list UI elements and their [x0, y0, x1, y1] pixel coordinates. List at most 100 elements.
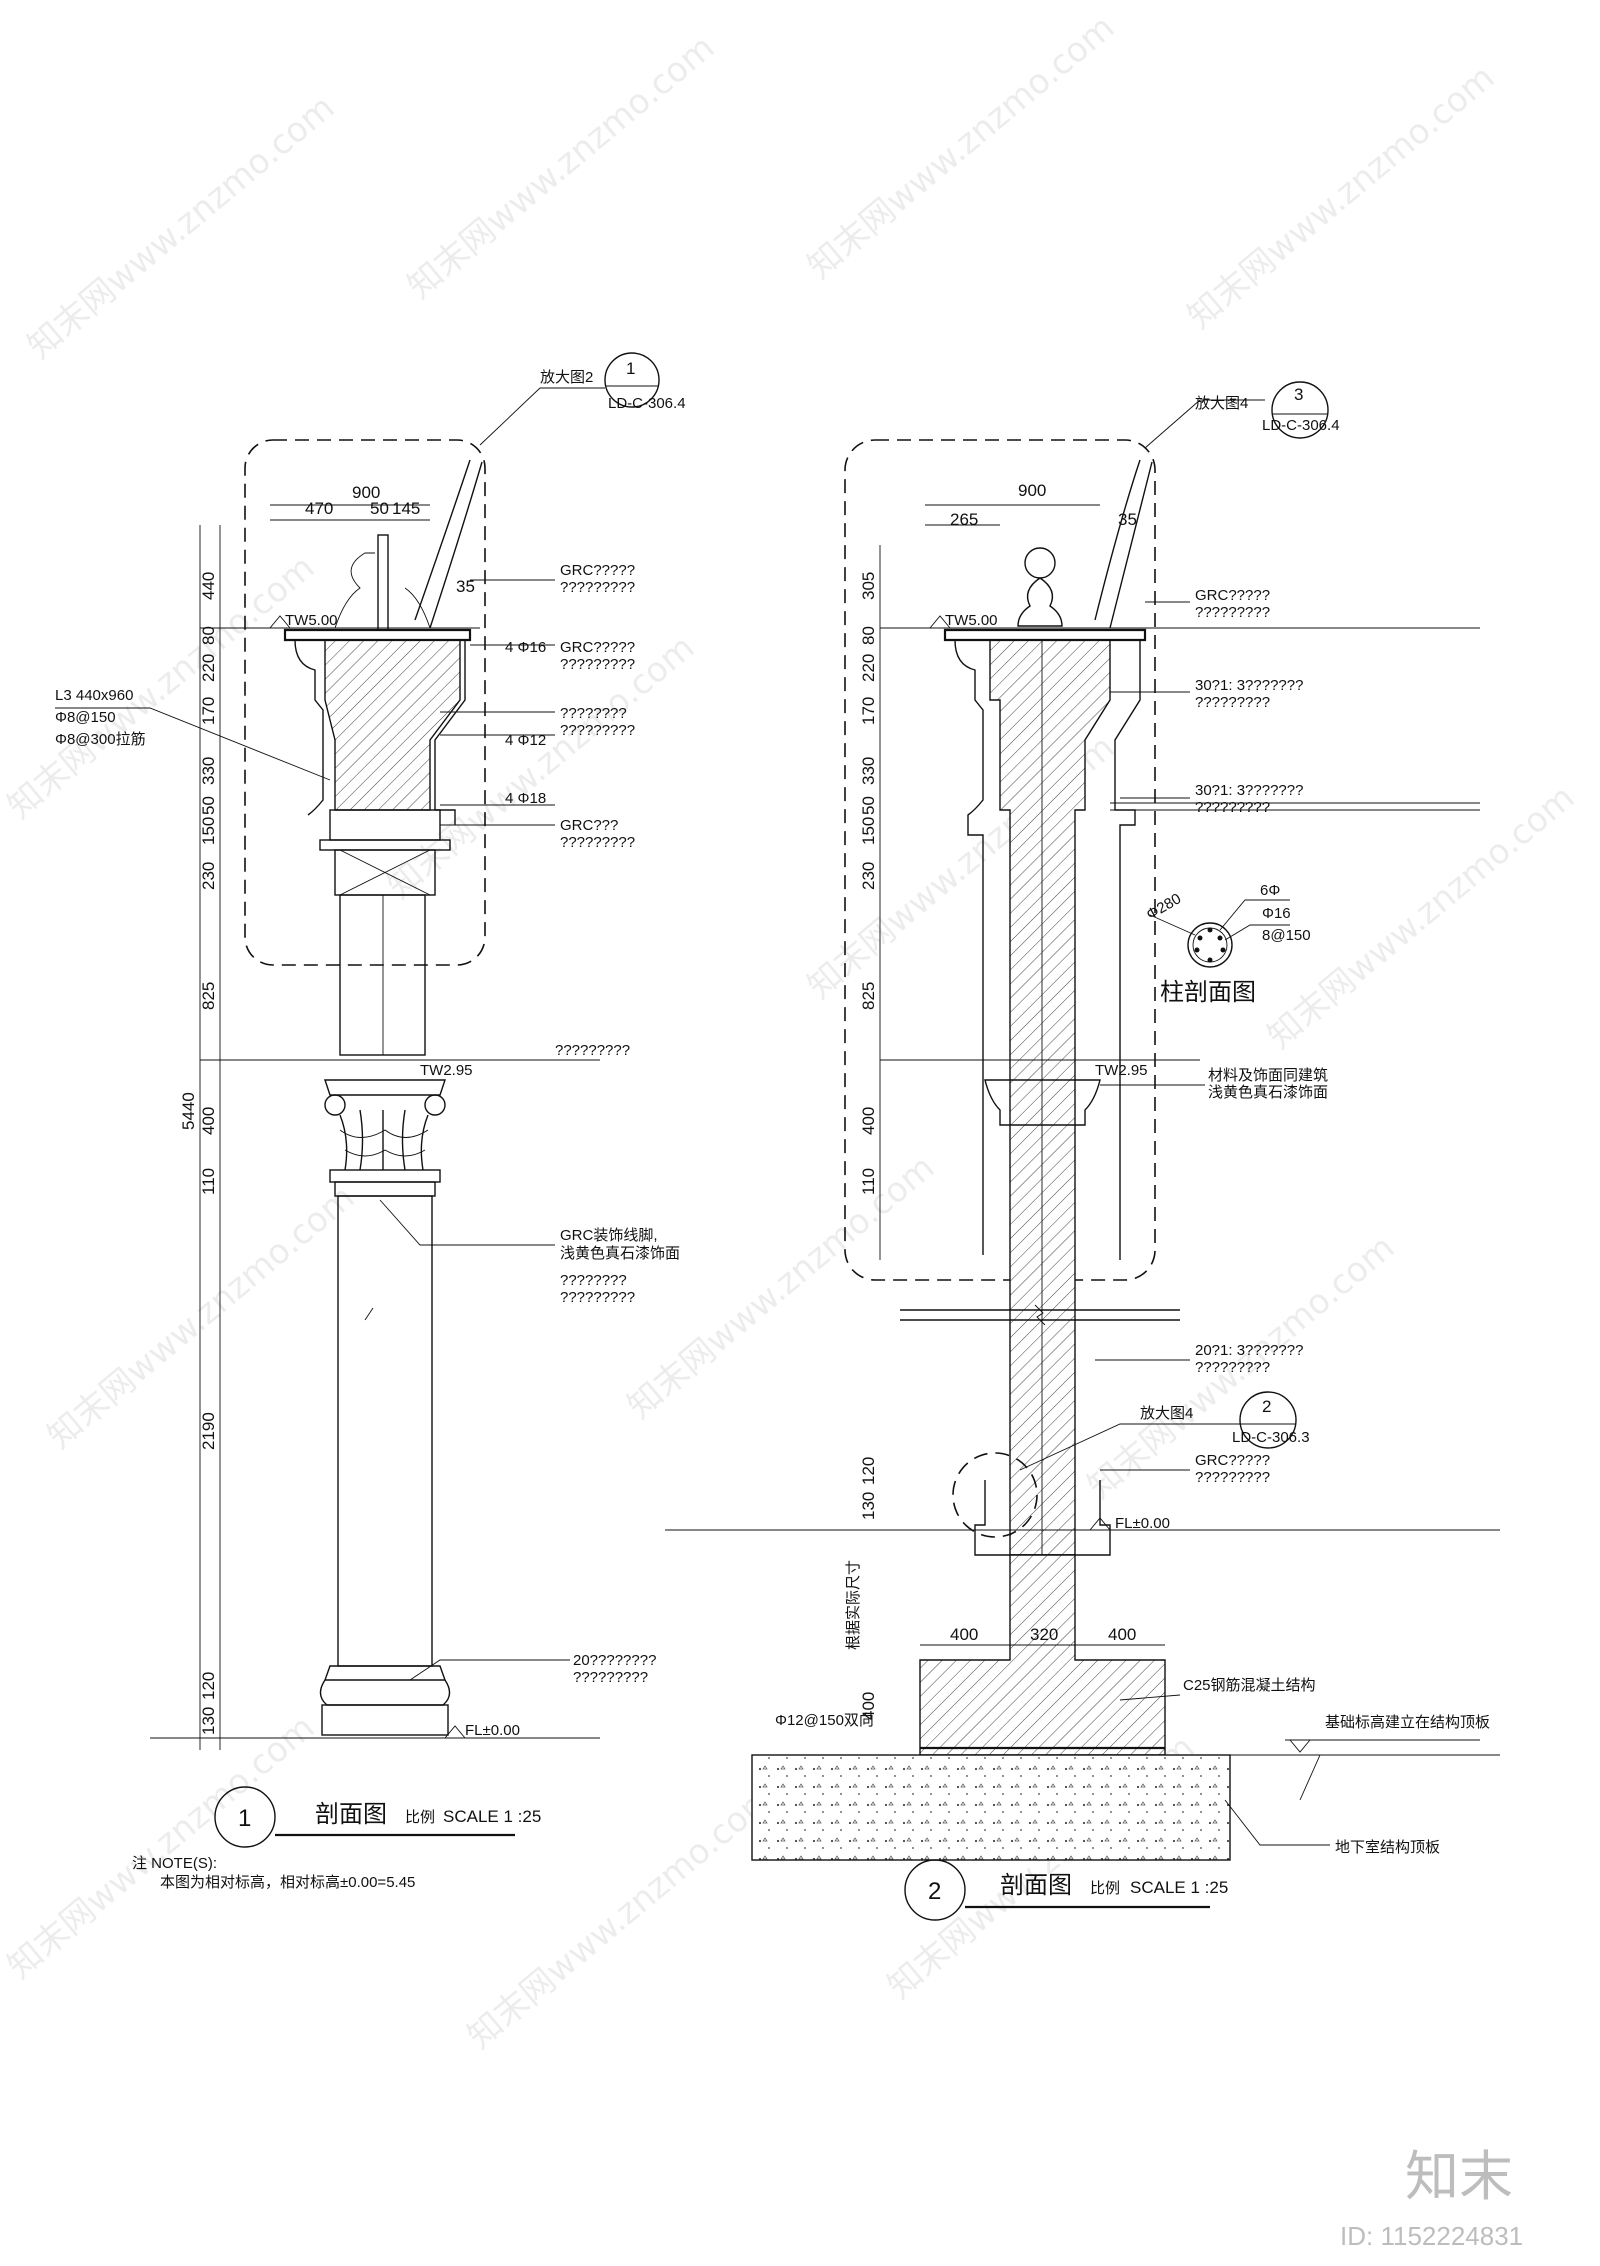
svg-text:GRC???: GRC??? [560, 817, 618, 834]
callout-ref-3: LD-C-306.4 [1262, 417, 1340, 434]
svg-text:材料及饰面同建筑: 材料及饰面同建筑 [1208, 1067, 1328, 1084]
structural-slab [751, 1754, 1231, 1861]
rebar-4d16: 4 Φ16 [505, 639, 546, 656]
watermark: 知末网www.znzmo.com [0, 1707, 322, 1986]
svg-text:6Φ: 6Φ [1260, 882, 1280, 899]
shaft-lower-1 [337, 1195, 433, 1667]
svg-text:Φ16: Φ16 [1262, 905, 1291, 922]
watermark-layer: 知末网www.znzmo.com 知末网www.znzmo.com 知末网www… [0, 7, 1582, 2056]
svg-text:浅黄色真石漆饰面: 浅黄色真石漆饰面 [1208, 1083, 1328, 1101]
rebar-4d12: 4 Φ12 [505, 732, 546, 749]
column-base-1 [321, 1704, 449, 1736]
dim-top2-35: 35 [1118, 510, 1137, 529]
dim-top-35: 35 [456, 577, 475, 596]
svg-text:浅黄色真石漆饰面: 浅黄色真石漆饰面 [560, 1244, 680, 1262]
svg-text:20?1: 3???????: 20?1: 3??????? [1195, 1342, 1303, 1359]
dim-top-145: 145 [392, 499, 420, 518]
dim-chain-left-1: 440 80 220 170 330 50 150 230 825 5440 4… [179, 572, 218, 1735]
svg-text:150: 150 [859, 817, 878, 845]
svg-text:120: 120 [199, 1672, 218, 1700]
svg-text:330: 330 [199, 757, 218, 785]
elev-tw5-1: TW5.00 [285, 612, 338, 629]
svg-text:170: 170 [859, 697, 878, 725]
svg-text:?????????: ????????? [1195, 799, 1270, 816]
svg-text:2190: 2190 [199, 1412, 218, 1450]
elev-marker [269, 615, 291, 629]
svg-text:8@150: 8@150 [1262, 927, 1311, 944]
dim-top2-900: 900 [1018, 481, 1046, 500]
beam-label-rebar: Φ8@150 [55, 709, 116, 726]
elev-tw5-2: TW5.00 [945, 612, 998, 629]
svg-text:GRC?????: GRC????? [560, 562, 635, 579]
brand-logo: 知末 [1405, 2145, 1513, 2208]
corinthian-capital [324, 1079, 446, 1197]
shaft-upper-1 [339, 894, 426, 1056]
section-title: 柱剖面图 [1160, 979, 1256, 1006]
elev-fl-2: FL±0.00 [1115, 1515, 1170, 1532]
dim-top-50: 50 [370, 499, 389, 518]
svg-text:50: 50 [859, 796, 878, 815]
svg-text:?????????: ????????? [560, 722, 635, 739]
svg-text:330: 330 [859, 757, 878, 785]
title-num-1: 1 [238, 1805, 251, 1832]
scale-label-1: 比例 [405, 1809, 435, 1826]
scale-2: SCALE 1 :25 [1130, 1878, 1228, 1897]
beam-label-tie: Φ8@300拉筋 [55, 731, 146, 748]
callout-label-2: 放大图4 [1140, 1405, 1193, 1422]
svg-text:220: 220 [859, 654, 878, 682]
callout-leader-1 [479, 387, 605, 446]
elev-fl-1: FL±0.00 [465, 1722, 520, 1739]
svg-text:220: 220 [199, 654, 218, 682]
svg-text:Φ280: Φ280 [1144, 890, 1185, 923]
side-note: 根据实际尺寸 [845, 1560, 862, 1650]
section-view-2: 3 LD-C-306.4 放大图4 900 265 35 305 80 220 … [665, 381, 1500, 1921]
callout-ref-1: LD-C-306.4 [608, 395, 686, 412]
watermark: 知末网www.znzmo.com [1260, 777, 1582, 1056]
svg-text:GRC装饰线脚,: GRC装饰线脚, [560, 1227, 658, 1244]
svg-text:80: 80 [859, 626, 878, 645]
callout-label-1: 放大图2 [540, 369, 593, 386]
finial-post [377, 534, 389, 631]
section-view-1: 1 LD-C-306.4 放大图2 900 470 50 145 35 440 … [55, 352, 686, 1891]
svg-text:230: 230 [859, 862, 878, 890]
capital-core-1 [324, 639, 461, 811]
watermark: 知末网www.znzmo.com [1180, 57, 1502, 336]
svg-text:400: 400 [859, 1107, 878, 1135]
elev-tw295-1: TW2.95 [420, 1062, 473, 1079]
dim-base-320: 320 [1030, 1625, 1058, 1644]
svg-text:440: 440 [199, 572, 218, 600]
column-section-detail: Φ280 6Φ Φ16 8@150 柱剖面图 [1144, 882, 1311, 1006]
note-head: 注 NOTE(S): [132, 1855, 217, 1872]
dim-chain-left-2: 305 80 220 170 330 50 150 230 825 400 11… [859, 572, 878, 1720]
notes-view-2: GRC????? ????????? 30?1: 3??????? ??????… [1183, 587, 1490, 1856]
svg-text:30?1: 3???????: 30?1: 3??????? [1195, 677, 1303, 694]
svg-text:GRC?????: GRC????? [1195, 1452, 1270, 1469]
watermark: 知末网www.znzmo.com [20, 87, 342, 366]
svg-text:GRC?????: GRC????? [560, 639, 635, 656]
svg-text:?????????: ????????? [1195, 1469, 1270, 1486]
callout-circle-3 [1271, 381, 1329, 439]
svg-text:305: 305 [859, 572, 878, 600]
svg-text:230: 230 [199, 862, 218, 890]
dim-top2-265: 265 [950, 510, 978, 529]
callout-num-1: 1 [626, 359, 635, 378]
dim-top-470: 470 [305, 499, 333, 518]
svg-text:80: 80 [199, 626, 218, 645]
watermark: 知末网www.znzmo.com [620, 1147, 942, 1426]
svg-text:825: 825 [859, 982, 878, 1010]
callout-num-3: 3 [1294, 385, 1303, 404]
title-circle-2 [904, 1859, 966, 1921]
detail-circle-2 [952, 1452, 1038, 1538]
id-text: ID: 1152224831 [1340, 2221, 1523, 2251]
callout-circle-2 [1239, 1391, 1297, 1449]
svg-text:?????????: ????????? [560, 656, 635, 673]
svg-text:?????????: ????????? [560, 579, 635, 596]
svg-text:5440: 5440 [179, 1092, 198, 1130]
dim-base-400a: 400 [950, 1625, 978, 1644]
dim-base-400b: 400 [1108, 1625, 1136, 1644]
svg-text:?????????: ????????? [573, 1669, 648, 1686]
watermark: 知末网www.znzmo.com [800, 7, 1122, 286]
svg-text:120: 120 [859, 1457, 878, 1485]
beam-label-l3: L3 440x960 [55, 687, 133, 704]
